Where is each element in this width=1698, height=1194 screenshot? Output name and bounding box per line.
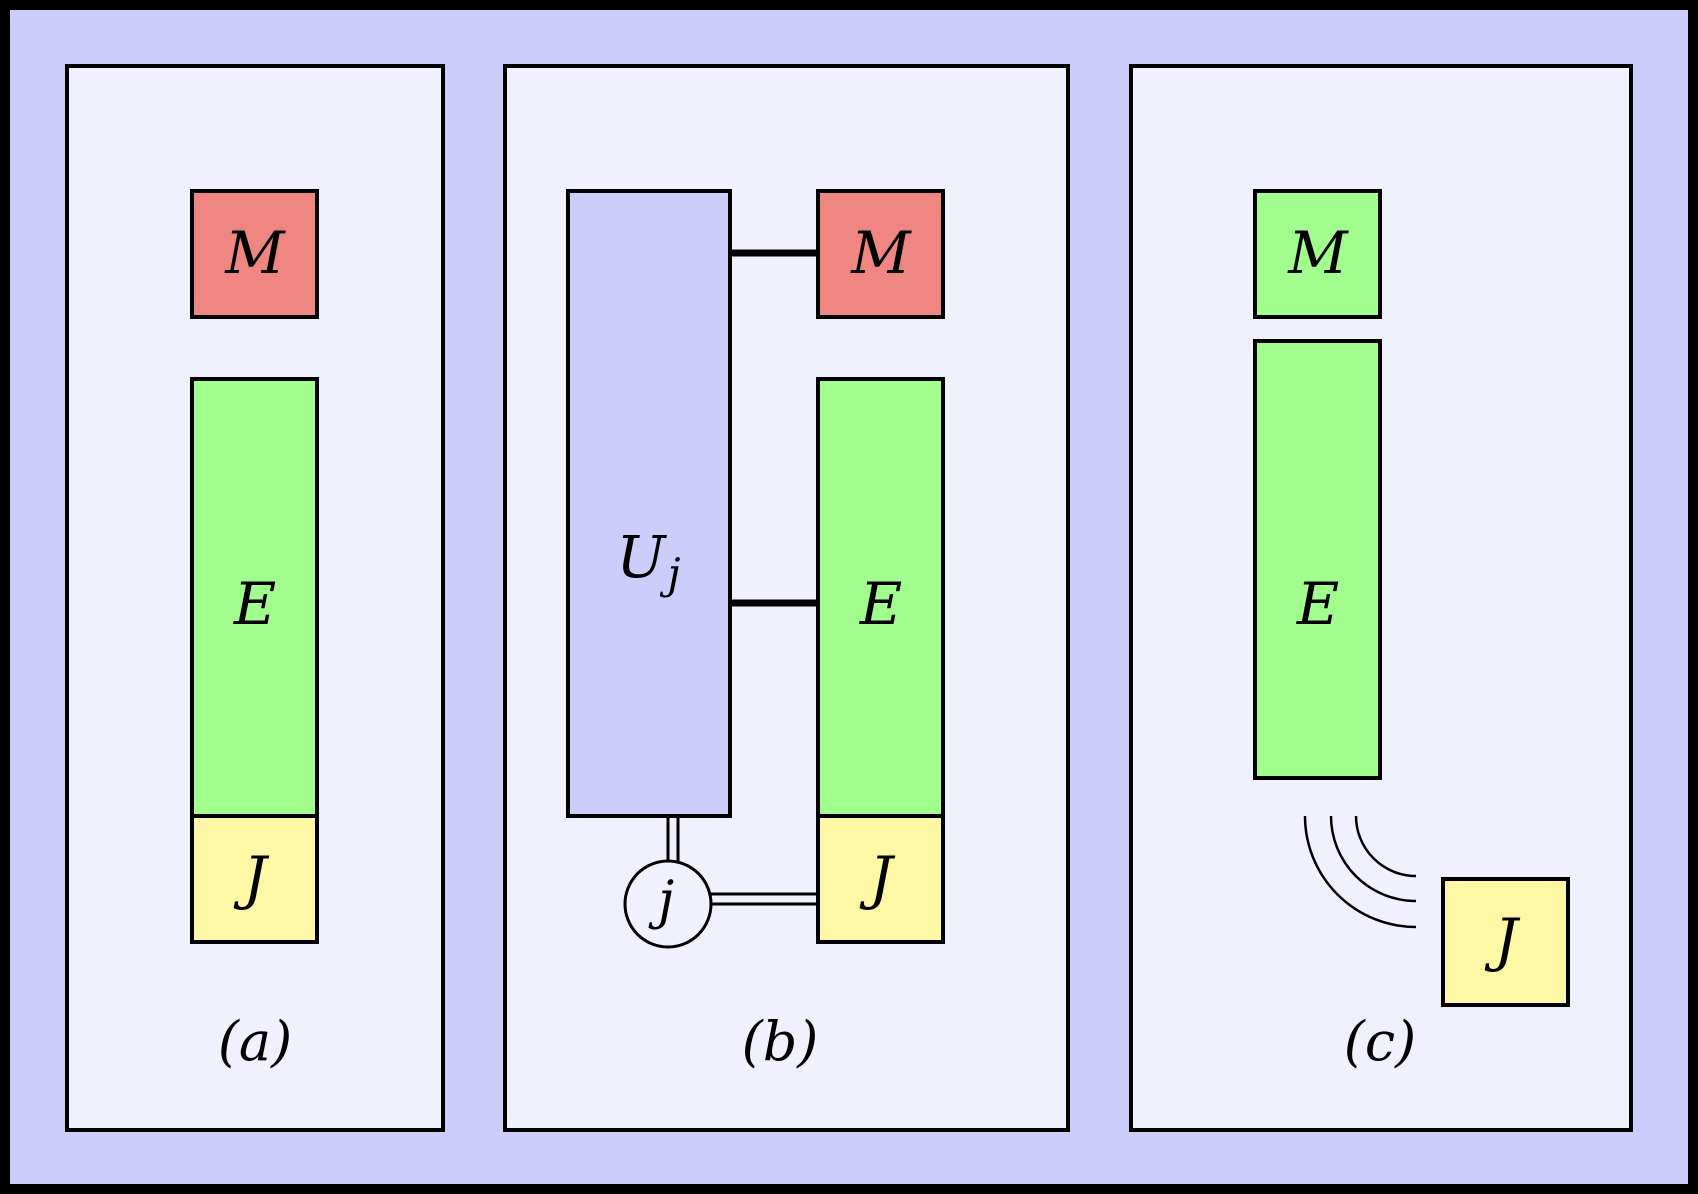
panel-c-signal-arc-inner [1354,815,1417,878]
panel-b-m-block [816,189,945,319]
panel-b-u-block [566,189,732,818]
panel-b-node [623,859,713,949]
panel-a-m-label: M [224,219,286,287]
panel-c-j-block [1441,877,1570,1007]
panel-c-signal-arc-outer [1303,815,1417,929]
panel-a-j-block [190,814,319,944]
panel-a-e-label: E [233,570,276,638]
panel-b-j-block [816,814,945,944]
panel-b-caption: (b) [742,1010,819,1073]
panel-c-m-label: M [1287,219,1349,287]
panel-a-caption: (a) [218,1010,292,1073]
panel-b-m-label: M [850,219,912,287]
panel-c-caption: (c) [1344,1010,1416,1073]
panel-a-m-block [190,189,319,319]
panel-a-e-block [190,377,319,818]
panel-b: U j M E J j (b) [503,64,1070,1132]
panel-a: M E J (a) [65,64,445,1132]
panel-b-e-label: E [859,570,902,638]
panel-b-u-label: U [617,523,668,591]
panel-c-e-block [1253,339,1382,780]
panel-c-signal-arc-middle [1329,815,1417,903]
panel-c-m-block [1253,189,1382,319]
panel-c: M E J (c) [1129,64,1633,1132]
panel-c-e-label: E [1296,570,1339,638]
